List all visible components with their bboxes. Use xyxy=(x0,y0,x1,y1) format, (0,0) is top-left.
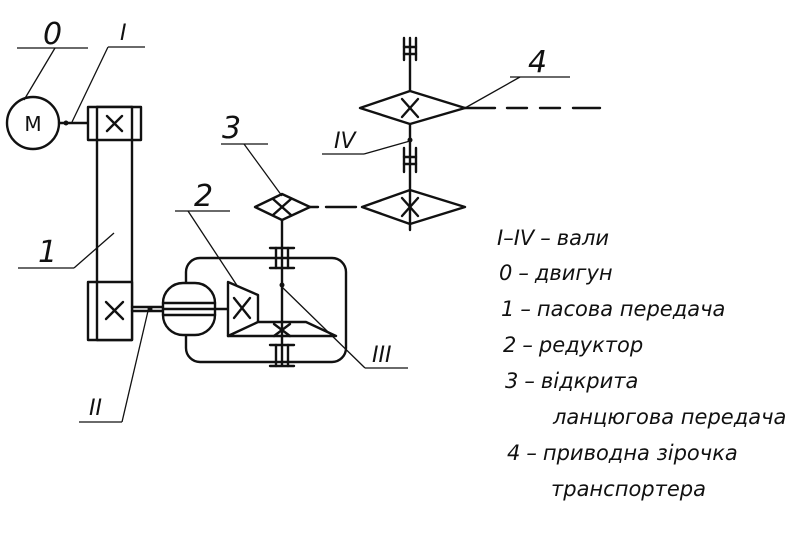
legend: I–IV–вали 0–двигун 1–пасова передача 2–р… xyxy=(497,226,786,501)
legend-item: 0–двигун xyxy=(499,261,613,285)
label-zero: 0 xyxy=(43,17,62,52)
legend-item: I–IV–вали xyxy=(497,226,609,250)
shaft-4-bearings xyxy=(402,36,418,174)
belt-drive xyxy=(86,105,143,342)
legend-item: 1–пасова передача xyxy=(501,297,725,321)
motor: M xyxy=(5,95,61,151)
legend-item: ланцюгова передача xyxy=(552,405,786,429)
label-part-4: 4 xyxy=(528,45,547,80)
chain-drive xyxy=(253,188,467,226)
label-shaft-1: I xyxy=(120,21,127,46)
legend-item: транспортера xyxy=(551,477,706,501)
label-shaft-2: II xyxy=(89,396,102,421)
label-part-2: 2 xyxy=(194,179,213,214)
shaft-joint-dot xyxy=(63,120,69,126)
leader-lines xyxy=(17,46,570,423)
legend-item: 2–редуктор xyxy=(503,333,643,357)
label-shaft-4: IV xyxy=(334,129,357,154)
drive-sprocket xyxy=(358,89,602,126)
legend-item: 4–приводна зірочка xyxy=(507,441,738,465)
large-sprocket xyxy=(360,188,467,226)
reducer xyxy=(161,206,348,368)
legend-item: 3–відкрита xyxy=(505,369,638,393)
label-part-3: 3 xyxy=(222,111,241,146)
label-shaft-3: III xyxy=(372,343,391,368)
label-part-1: 1 xyxy=(38,235,57,270)
motor-symbol: M xyxy=(24,112,41,136)
conveyor-sprocket xyxy=(358,89,467,126)
lower-pulley xyxy=(86,280,134,342)
